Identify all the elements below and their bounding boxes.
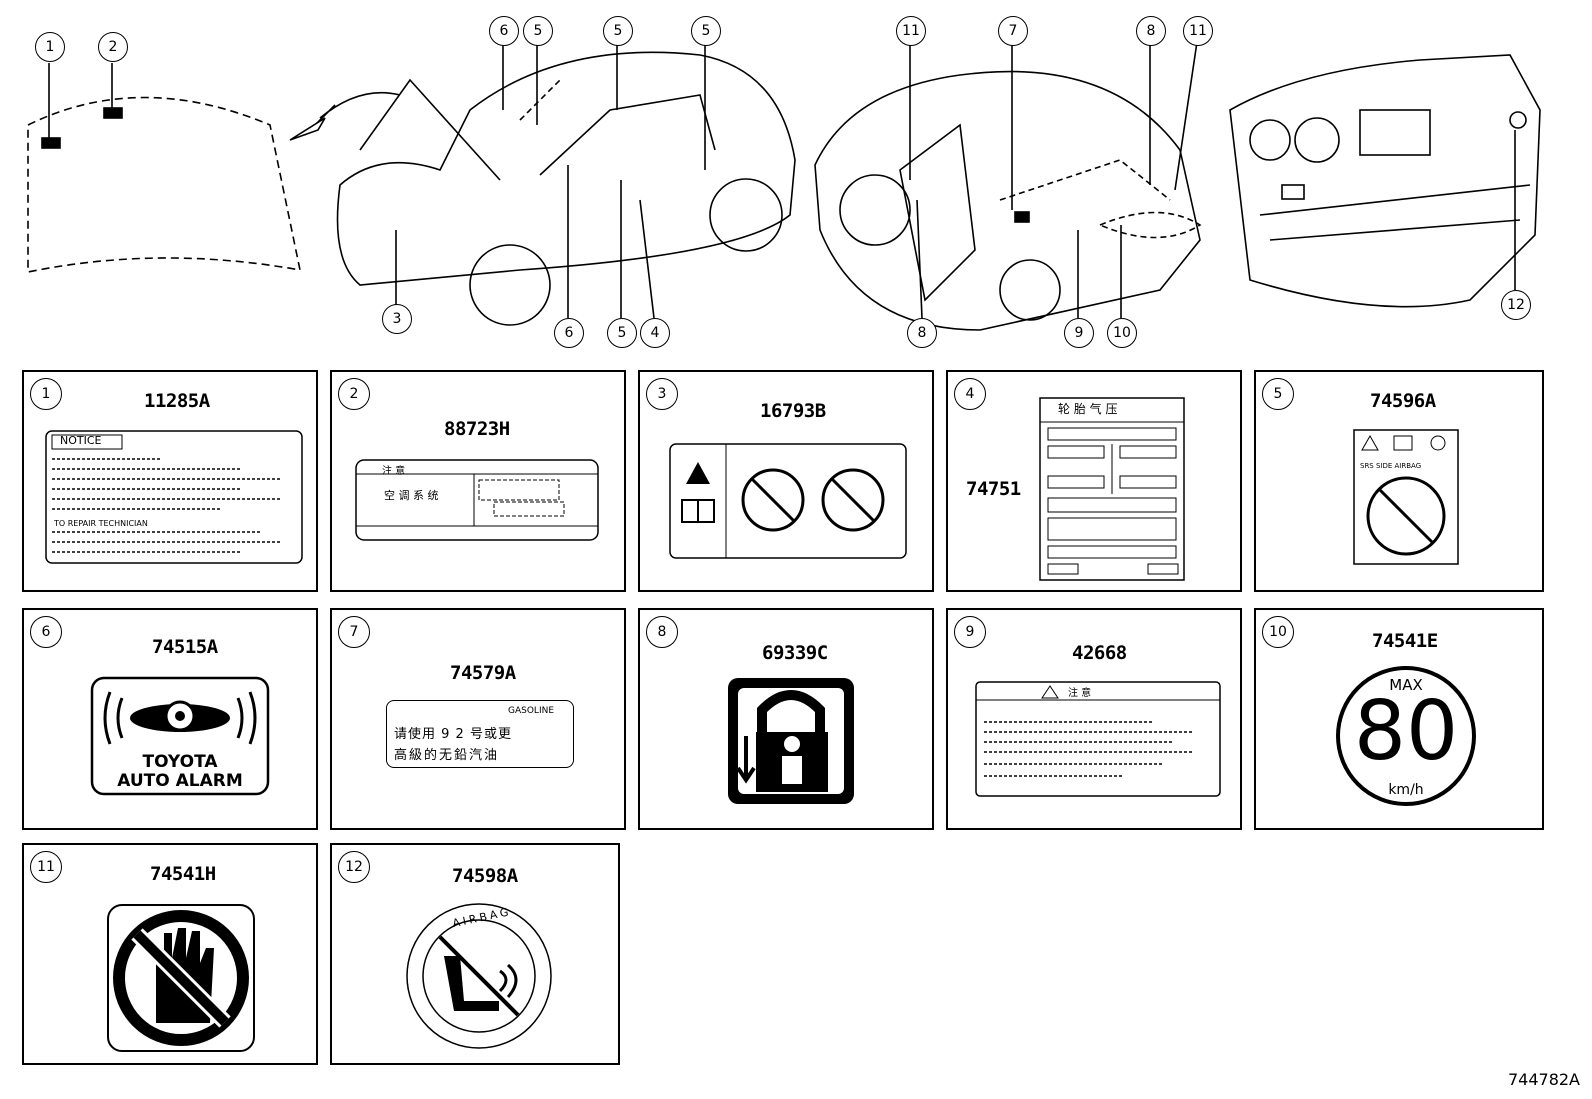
no-hand-label-drawing [107,904,255,1052]
part-code: 11285A [144,390,210,412]
srs-side-airbag-text: SRS SIDE AIRBAG [1360,462,1422,470]
part-code: 74541E [1372,630,1438,652]
repair-technician-text: TO REPAIR TECHNICIAN [54,519,148,528]
panel-number: 10 [1262,616,1294,648]
fuel-label-box [386,700,574,768]
seat-icon [444,956,499,1011]
part-code: 16793B [760,400,826,422]
panel-label-7: 7 74579A GASOLINE 请使用 9 2 号或更 高級的无鉛汽油 [330,608,626,830]
alarm-text-line1: TOYOTA [142,752,218,772]
caution-label-drawing [975,681,1221,797]
child-icon [784,736,800,752]
panel-label-3: 3 16793B [638,370,934,592]
aircon-zh-text: 空 调 系 统 [384,489,439,502]
speed-value: 80 [1353,684,1459,779]
child-seat-anchor-label-drawing [728,678,854,804]
callout-4: 4 [640,318,670,348]
callout-6-bottom: 6 [554,318,584,348]
panel-number: 11 [30,851,62,883]
panel-label-9: 9 42668 注 意 [946,608,1242,830]
aircon-label-drawing [355,459,599,541]
panel-number: 4 [954,378,986,410]
panel-label-12: 12 74598A AIRBAG [330,843,620,1065]
callout-9: 9 [1064,318,1094,348]
panel-number: 5 [1262,378,1294,410]
part-code: 74579A [450,662,516,684]
srs-side-airbag-label-drawing [1353,429,1459,565]
callout-11-top-b: 11 [1183,16,1213,46]
panel-label-6: 6 74515A TOYOTA AUTO ALARM [22,608,318,830]
panel-label-1: 1 11285A NOTICE TO REPAIR TECHNICIAN [22,370,318,592]
callout-5-top-b: 5 [603,16,633,46]
vehicle-overview-illustration [27,41,1541,331]
callout-10: 10 [1107,318,1137,348]
part-code: 74596A [1370,390,1436,412]
notice-label-drawing [45,430,303,564]
panel-label-11: 11 74541H [22,843,318,1065]
caution-zh-text: 注 意 [382,466,406,477]
callout-1: 1 [35,32,65,62]
part-code: 42668 [1072,642,1127,664]
max-text: MAX [1389,676,1423,694]
panel-number: 6 [30,616,62,648]
callout-5-top-a: 5 [523,16,553,46]
panel-number: 3 [646,378,678,410]
panel-label-5: 5 74596A SRS SIDE AIRBAG [1254,370,1544,592]
callout-5-bottom: 5 [607,318,637,348]
airbag-seat-label-drawing [406,903,552,1049]
part-code: 74541H [150,863,216,885]
panel-label-8: 8 69339C [638,608,934,830]
panel-label-4: 4 74751 轮 胎 气 压 [946,370,1242,592]
fuel-text-line1: 请使用 9 2 号或更 [394,727,512,742]
callout-7-top: 7 [998,16,1028,46]
part-code: 74515A [152,636,218,658]
panel-number: 9 [954,616,986,648]
caution-zh-text: 注 意 [1068,688,1092,699]
tire-pressure-zh-text: 轮 胎 气 压 [1058,402,1118,416]
diagram-id: 744782A [1507,1070,1580,1089]
fuel-text-line2: 高級的无鉛汽油 [394,748,500,763]
callout-12: 12 [1501,290,1531,320]
part-code: 69339C [762,642,828,664]
panel-number: 8 [646,616,678,648]
part-code: 74751 [966,478,1021,500]
callout-11-top-a: 11 [896,16,926,46]
part-code: 74598A [452,865,518,887]
callout-8-bottom: 8 [907,318,937,348]
panel-number: 2 [338,378,370,410]
panel-number: 12 [338,851,370,883]
warning-triangle-icon [686,462,710,484]
down-arrow-icon [736,736,756,784]
panel-number: 1 [30,378,62,410]
alarm-text-line2: AUTO ALARM [117,771,243,791]
panel-label-2: 2 88723H 注 意 空 调 系 统 [330,370,626,592]
panel-number: 7 [338,616,370,648]
auto-alarm-label-drawing [90,676,270,796]
callout-5-top-c: 5 [691,16,721,46]
callout-2: 2 [98,32,128,62]
callout-8-top: 8 [1136,16,1166,46]
tire-pressure-label-drawing [1039,397,1185,581]
callout-6-top: 6 [489,16,519,46]
warning-triangle-icon [1041,685,1059,699]
part-code: 88723H [444,418,510,440]
gasoline-text: GASOLINE [508,706,555,716]
airbag-warning-label-drawing [669,443,907,559]
callout-3: 3 [382,304,412,334]
unit-text: km/h [1388,782,1424,798]
speed-limit-circle [1336,666,1476,806]
notice-text: NOTICE [60,434,102,447]
panel-label-10: 10 74541E MAX 80 km/h [1254,608,1544,830]
